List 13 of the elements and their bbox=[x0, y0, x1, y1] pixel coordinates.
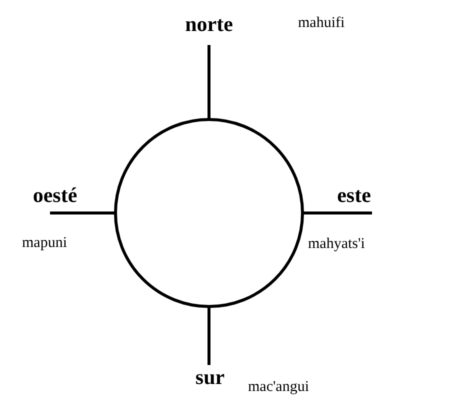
connector-line bbox=[303, 212, 372, 214]
native-name: mahuifi bbox=[298, 14, 345, 32]
direction-label: oesté bbox=[18, 183, 92, 213]
connector-line bbox=[208, 307, 210, 365]
connector-line bbox=[208, 45, 210, 119]
direction-label: sur bbox=[190, 365, 230, 395]
native-name: mapuni bbox=[22, 234, 67, 252]
direction-label: norte bbox=[178, 12, 240, 45]
circle-shape bbox=[114, 118, 304, 308]
connector-line bbox=[50, 212, 115, 214]
native-name: mac'angui bbox=[248, 378, 310, 396]
native-name: mahyats'i bbox=[308, 235, 365, 253]
direction-label: este bbox=[332, 183, 376, 213]
